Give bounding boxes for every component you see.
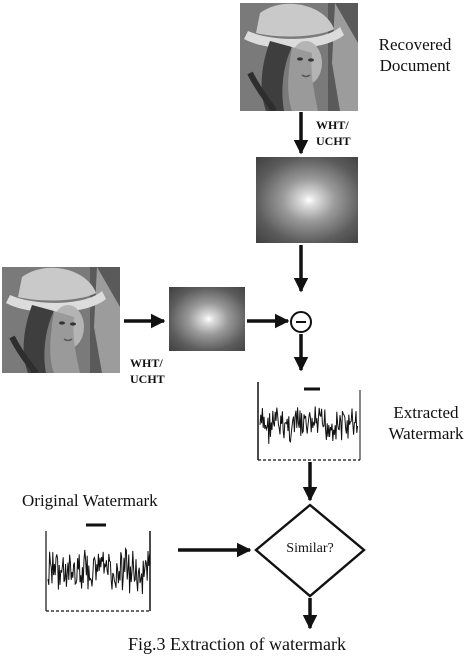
original-spectrum-image	[169, 287, 245, 351]
original-watermark-plot	[44, 517, 154, 613]
lena-photo-icon	[240, 3, 358, 111]
transform-label-top: WHT/ UCHT	[316, 118, 351, 149]
noise-signal-plot	[45, 523, 151, 612]
decision-diamond	[254, 503, 366, 598]
extracted-watermark-plot	[256, 380, 362, 462]
recovered-document-label: Recovered Document	[378, 35, 452, 75]
recovered-image	[240, 3, 358, 111]
minus-circle-icon	[290, 311, 312, 333]
figure-caption: Fig.3 Extraction of watermark	[128, 634, 346, 654]
noise-signal-plot	[257, 382, 361, 461]
decision-label: Similar?	[286, 541, 334, 556]
noise-trace	[259, 406, 359, 444]
lena-photo-icon	[2, 267, 120, 373]
original-image	[2, 267, 120, 373]
noise-trace	[47, 546, 151, 595]
transform-label-left: WHT/ UCHT	[130, 356, 165, 387]
original-watermark-label: Original Watermark	[22, 491, 158, 510]
extracted-watermark-label: Extracted Watermark	[388, 403, 464, 443]
recovered-spectrum-image	[256, 157, 358, 243]
